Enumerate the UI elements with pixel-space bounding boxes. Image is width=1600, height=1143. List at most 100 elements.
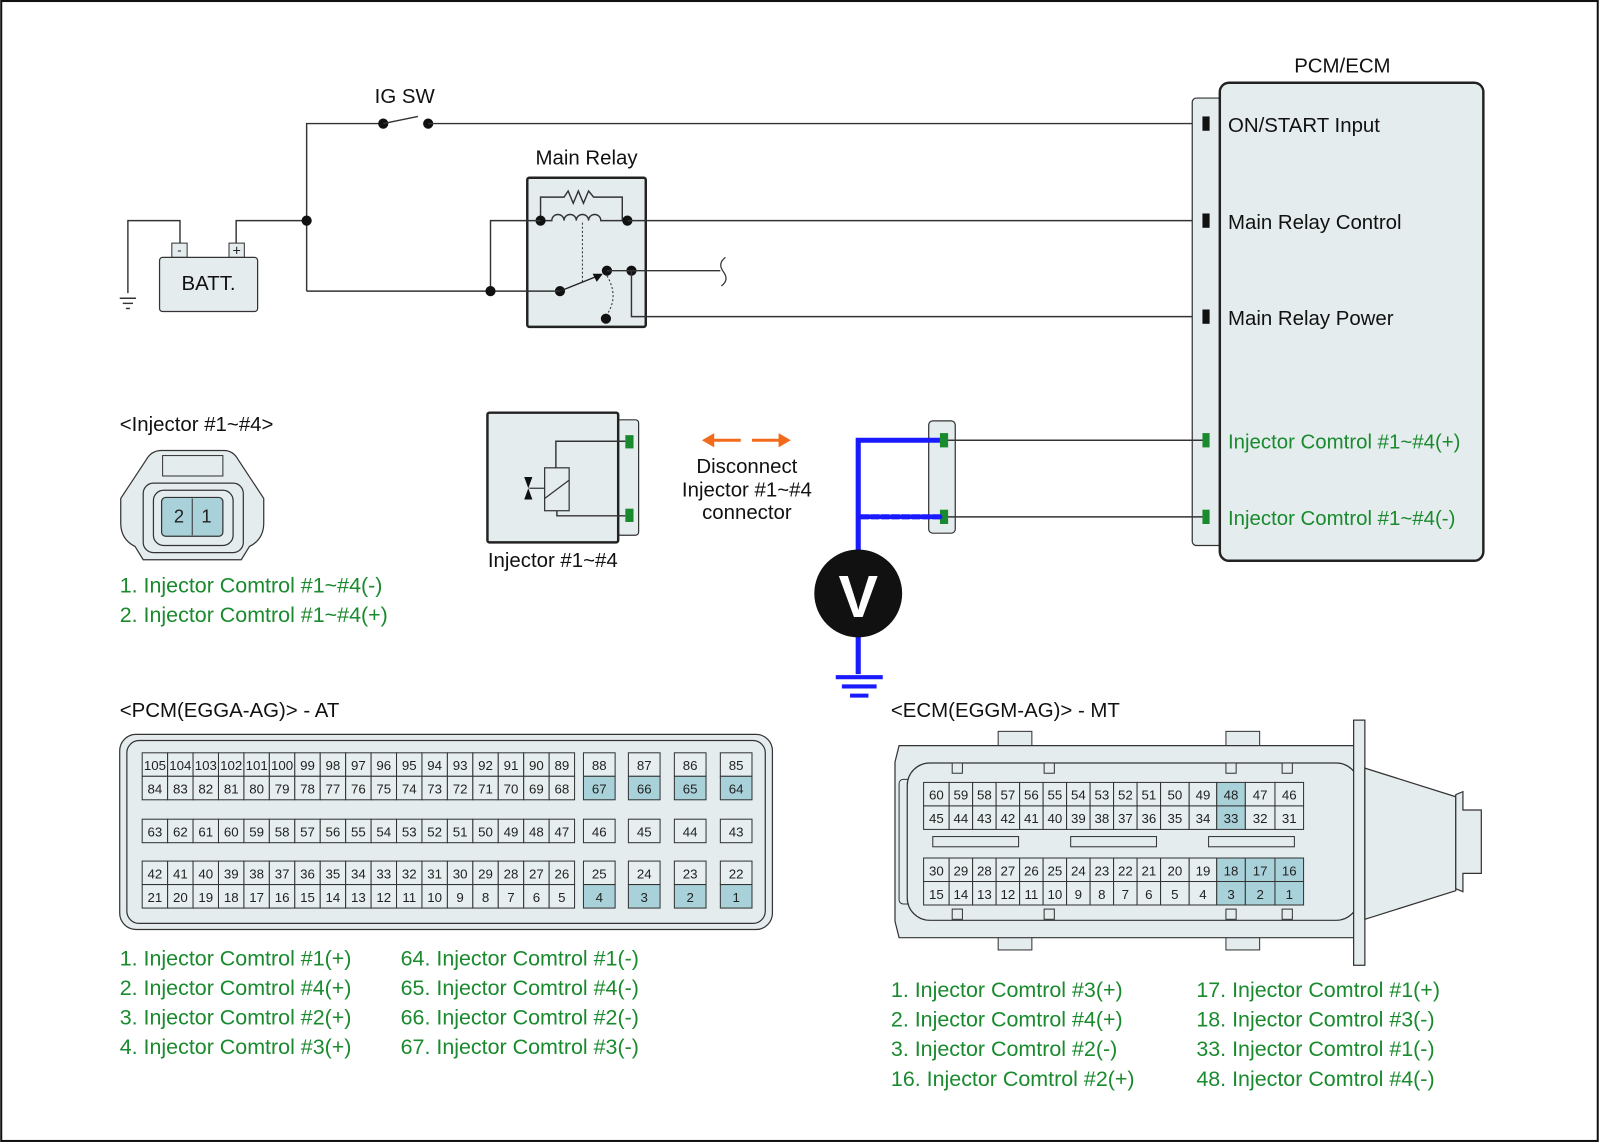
- pin-number: 102: [220, 758, 242, 773]
- pin-number: 24: [1071, 863, 1086, 878]
- ecm-pin: 9: [1066, 880, 1091, 906]
- ignition-switch[interactable]: IG SW: [375, 86, 1203, 129]
- pin-number: 33: [376, 866, 391, 881]
- wire-main-relay-power: [630, 270, 1203, 318]
- pcm-pin: 60: [217, 818, 245, 844]
- pcm-legend-item: 1. Injector Comtrol #1(+): [120, 946, 352, 970]
- ecm-pin: 49: [1188, 781, 1218, 807]
- pcm-pin: 71: [472, 775, 499, 801]
- ecm-pin: 56: [1019, 781, 1044, 807]
- pin-number: 34: [1196, 811, 1211, 826]
- pin-number: 15: [300, 890, 315, 905]
- pcm-pin: 77: [319, 775, 347, 801]
- pin-number: 103: [195, 758, 217, 773]
- disconnect-indicator: Disconnect Injector #1~#4 connector: [682, 433, 812, 524]
- pcm-pin: 44: [673, 818, 707, 844]
- pcm-pin: 35: [319, 860, 347, 886]
- pcm-pin: 7: [497, 884, 525, 909]
- pin-number: 59: [249, 824, 264, 839]
- ig-sw-label: IG SW: [375, 86, 436, 108]
- disconnect-note-line: connector: [702, 502, 792, 524]
- ecm-pin: 41: [1019, 805, 1044, 830]
- pcm-pin: 47: [548, 818, 576, 844]
- pcm-pin: 70: [497, 775, 525, 801]
- pin-number: 36: [1141, 811, 1156, 826]
- ecm-pin: 21: [1136, 857, 1162, 883]
- pcm-pin: 62: [167, 818, 194, 844]
- harness-connector[interactable]: [928, 420, 1203, 534]
- pcm-pin: 33: [370, 860, 398, 886]
- pcm-pin: 103: [192, 752, 220, 777]
- pcm-pin: 13: [345, 884, 372, 909]
- pcm-pin: 100: [268, 752, 296, 777]
- pin-number: 49: [1196, 788, 1211, 803]
- pcm-pin: 94: [421, 752, 448, 777]
- battery-body: [158, 256, 259, 313]
- pin-injector-minus: [1202, 509, 1210, 525]
- pin-number: 19: [1196, 863, 1211, 878]
- pin-number: 14: [953, 887, 968, 902]
- pin-number: 57: [1000, 788, 1015, 803]
- pin-main-relay-power: [1202, 309, 1210, 324]
- disconnect-note-line: Injector #1~#4: [682, 479, 812, 501]
- voltmeter[interactable]: V: [814, 437, 943, 698]
- ecm-pin: 11: [1019, 880, 1044, 906]
- pin-number: 99: [300, 758, 315, 773]
- battery-negative-sign: -: [177, 242, 181, 257]
- main-relay-label: Main Relay: [535, 147, 638, 169]
- ecm-pin: 20: [1160, 857, 1190, 883]
- pin-number: 21: [148, 890, 163, 905]
- pcm-pin: 11: [396, 884, 423, 909]
- pcm-pin: 85: [719, 752, 753, 777]
- ecm-pin: 5: [1160, 880, 1190, 906]
- pin-number: 45: [929, 811, 944, 826]
- pin-number: 29: [953, 863, 968, 878]
- pcm-pin: 21: [141, 884, 169, 909]
- ecm-pin: 27: [995, 857, 1021, 883]
- pin-number: 20: [1167, 863, 1182, 878]
- voltmeter-icon: [814, 549, 903, 638]
- pin-number: 39: [1071, 811, 1086, 826]
- ecm-pin: 55: [1042, 781, 1068, 807]
- pcm-pin: 90: [523, 752, 550, 777]
- pin-number: 12: [376, 890, 391, 905]
- pcm-pin: 50: [472, 818, 499, 844]
- ecm-pin: 35: [1160, 805, 1190, 830]
- wire-batt-bus: [305, 122, 384, 292]
- pcm-legend-item: 4. Injector Comtrol #3(+): [120, 1035, 352, 1059]
- pin-number: 37: [1118, 811, 1133, 826]
- pin-number: 52: [427, 824, 442, 839]
- pcm-pin: 84: [141, 775, 169, 801]
- pin-number: 80: [249, 782, 264, 797]
- pcm-legend-item: 3. Injector Comtrol #2(+): [120, 1006, 352, 1030]
- pcm-pin: 64: [719, 775, 753, 801]
- pcm-pin: 32: [396, 860, 423, 886]
- module-pin-label: Injector Comtrol #1~#4(+): [1228, 431, 1461, 453]
- pin-number: 97: [351, 758, 366, 773]
- pin-number: 45: [637, 824, 652, 839]
- ecm-pin: 43: [972, 805, 997, 830]
- ecm-pin: 8: [1089, 880, 1115, 906]
- pin-number: 51: [1141, 788, 1156, 803]
- battery-label: BATT.: [182, 273, 236, 295]
- pcm-pin: 45: [627, 818, 661, 844]
- ecm-pin: 28: [972, 857, 997, 883]
- pcm-pin: 96: [370, 752, 398, 777]
- pcm-legend-item: 67. Injector Comtrol #3(-): [401, 1035, 639, 1059]
- pcm-pin: 80: [243, 775, 270, 801]
- pcm-legend-item: 65. Injector Comtrol #4(-): [401, 976, 639, 1000]
- pcm-pin: 31: [421, 860, 448, 886]
- pin-number: 4: [1199, 887, 1206, 902]
- pin-number: 6: [533, 890, 540, 905]
- pcm-pin: 92: [472, 752, 499, 777]
- pin-number: 50: [478, 824, 493, 839]
- module-title: PCM/ECM: [1294, 56, 1390, 78]
- pin-number: 27: [1000, 863, 1015, 878]
- pin-number: 72: [453, 782, 468, 797]
- pcm-pin: 78: [294, 775, 321, 801]
- pcm-pin: 46: [582, 818, 616, 844]
- injector-pin: 1: [201, 505, 211, 526]
- pin-number: 54: [1071, 788, 1086, 803]
